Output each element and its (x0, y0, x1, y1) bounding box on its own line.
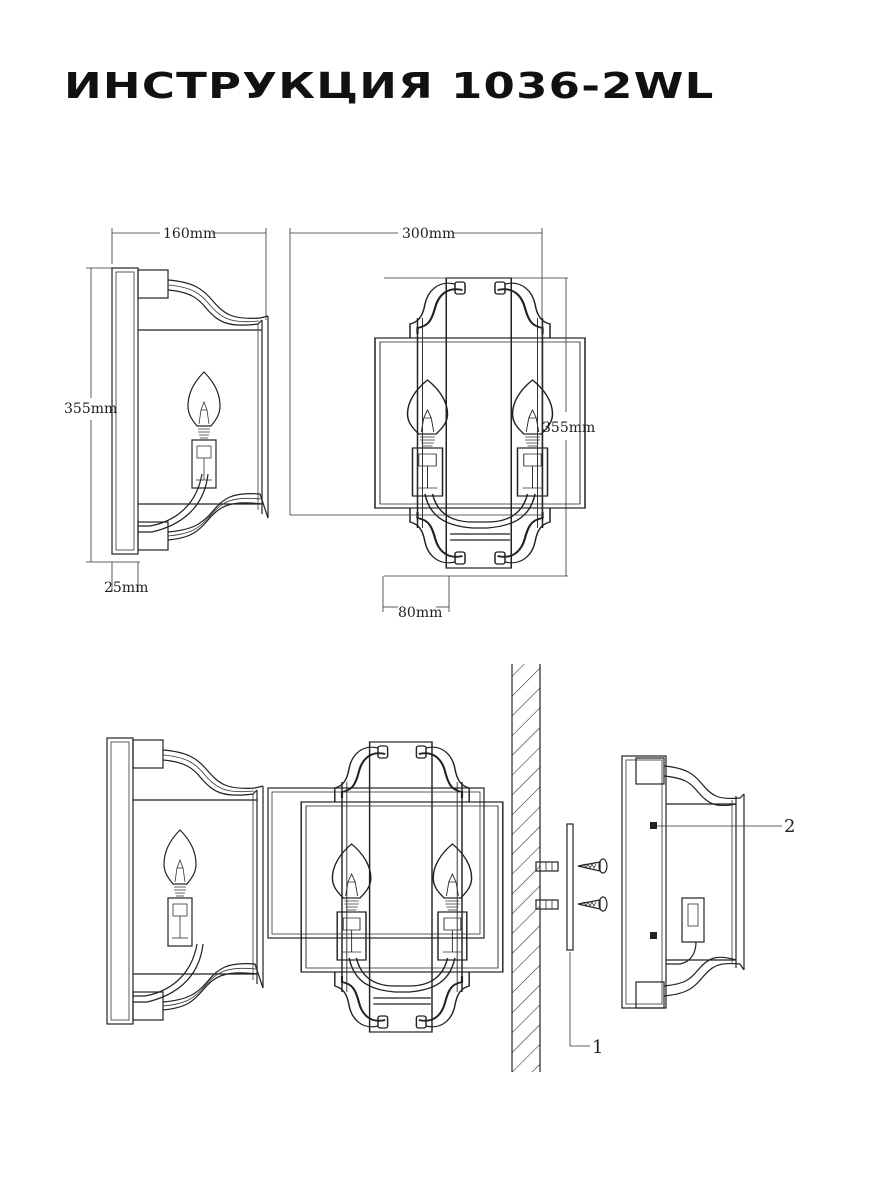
dim-side-width: 160mm (163, 226, 216, 242)
dim-front-width: 300mm (402, 226, 455, 242)
front-view-dimensioned (289, 228, 585, 612)
dim-side-height: 355mm (64, 401, 117, 417)
side-view-dimensioned (86, 228, 269, 592)
rear-mounting-view (621, 755, 782, 1009)
dim-arm-spacing: 80mm (398, 605, 442, 621)
page-title: ИНСТРУКЦИЯ 1036-2WL (64, 66, 715, 107)
callout-fixing-point: 2 (784, 816, 795, 837)
wall-section (511, 664, 608, 1072)
side-view-assembly (106, 737, 264, 1025)
dim-base-depth: 25mm (104, 580, 148, 596)
dim-front-height: 355mm (542, 420, 595, 436)
callout-mounting-plate: 1 (592, 1037, 603, 1058)
front-view-assembly (267, 742, 503, 1032)
